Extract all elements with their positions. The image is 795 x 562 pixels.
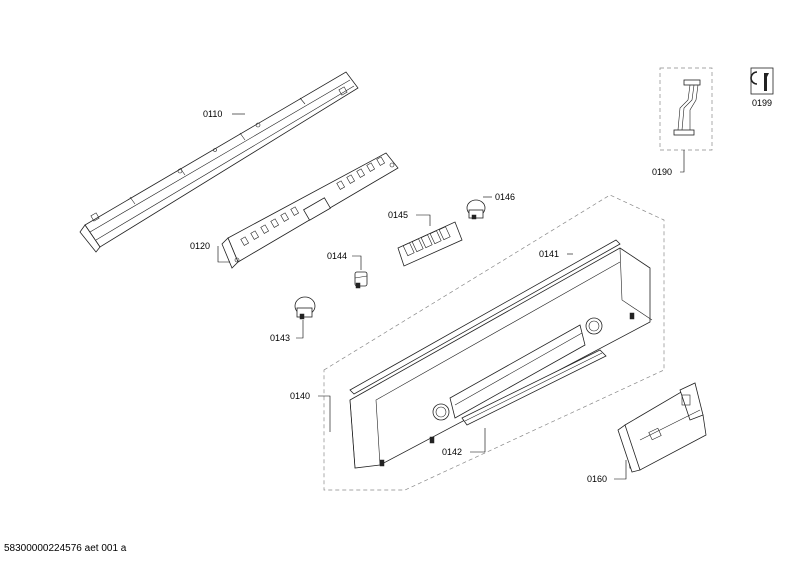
part-0146-knob: [466, 199, 486, 220]
label-0145: 0145: [388, 210, 408, 220]
label-0190: 0190: [652, 167, 672, 177]
leader-0190: [680, 150, 685, 173]
part-0190-wiring-harness: [659, 67, 713, 151]
label-0146: 0146: [495, 192, 515, 202]
part-0144-clip: [354, 271, 368, 289]
leader-0145: [416, 214, 431, 226]
part-0110-rail: [79, 71, 359, 253]
label-0120: 0120: [190, 241, 210, 251]
leader-0120: [217, 246, 230, 263]
leader-0160: [614, 460, 627, 480]
leader-0144: [352, 255, 362, 270]
label-0142: 0142: [442, 447, 462, 457]
label-0199: 0199: [752, 98, 772, 108]
part-0140-control-panel: [349, 247, 653, 469]
leader-0143: [296, 320, 304, 339]
part-0141-trim-strip: [349, 239, 621, 395]
part-0143-knob: [294, 296, 316, 320]
label-0160: 0160: [587, 474, 607, 484]
label-0141: 0141: [539, 249, 559, 259]
leader-0140: [318, 395, 331, 432]
label-0144: 0144: [327, 251, 347, 261]
part-0142-display-strip: [461, 349, 607, 426]
part-0145-button-block: [397, 221, 463, 267]
leader-0142: [470, 428, 486, 453]
wrench-icon: [750, 67, 774, 95]
label-0140: 0140: [290, 391, 310, 401]
part-0120-control-board: [221, 152, 399, 269]
label-0143: 0143: [270, 333, 290, 343]
part-0160-bracket: [617, 382, 707, 473]
document-code: 58300000224576 aet 001 a: [4, 543, 127, 554]
assembly-0140-outline: [323, 194, 665, 491]
label-0110: 0110: [203, 109, 222, 119]
